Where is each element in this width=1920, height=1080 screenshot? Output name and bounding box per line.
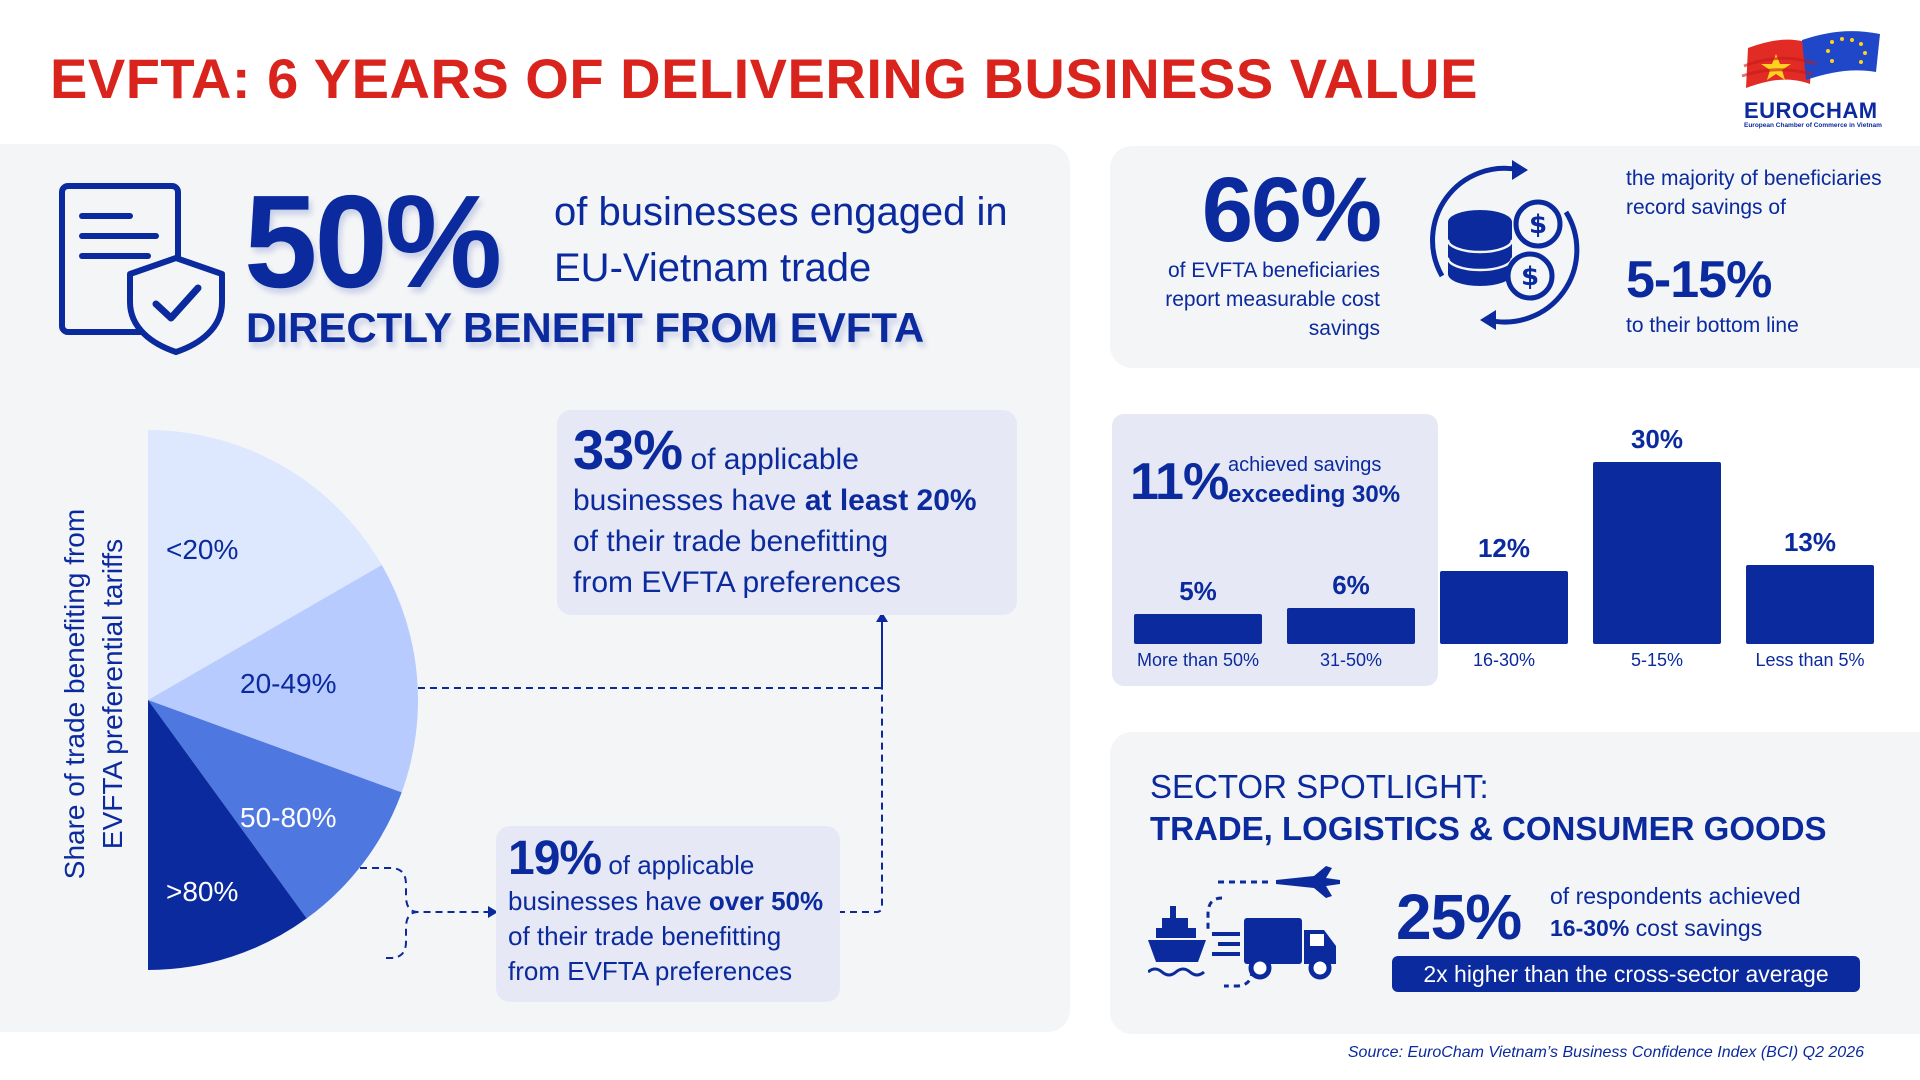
sector-text: of respondents achieved 16-30% cost savi… [1550, 880, 1801, 944]
logistics-icon [1148, 866, 1340, 988]
bar-2 [1440, 571, 1568, 644]
bar-category-label-0: More than 50% [1136, 650, 1260, 670]
sector-percent: 25% [1396, 881, 1522, 953]
callout-33-value: 33% [573, 418, 683, 481]
headline-text: of businesses engaged in EU-Vietnam trad… [554, 190, 1008, 290]
bar-category-label-1: 31-50% [1319, 650, 1383, 670]
savings-report: of EVFTA beneficiaries report measurable… [1165, 259, 1380, 340]
bar-value-label-3: 30% [1630, 424, 1684, 454]
callout-33-bold: at least 20% [804, 484, 977, 517]
page-title: EVFTA: 6 YEARS OF DELIVERING BUSINESS VA… [50, 47, 1478, 110]
callout-19-text3: of their trade benefitting [508, 921, 782, 951]
bar-value-label-0: 5% [1179, 576, 1217, 606]
bar-1 [1287, 608, 1415, 644]
connector-lines [360, 620, 883, 959]
savings-percent: 66% [1201, 159, 1382, 261]
sector-title: SECTOR SPOTLIGHT: [1150, 768, 1489, 805]
bar-value-label-4: 13% [1783, 527, 1837, 557]
flag-logo-icon [1741, 31, 1880, 88]
callout-33-text3: of their trade benefitting [573, 525, 889, 558]
callout-19-bold: over 50% [708, 886, 824, 916]
pie-label-20-49: 20-49% [240, 668, 337, 699]
exceed-line1: achieved savings [1228, 454, 1382, 476]
callout-33-text4: from EVFTA preferences [573, 566, 901, 599]
coins-cycle-icon: $ $ [1430, 160, 1580, 330]
bar-category-label-2: 16-30% [1472, 650, 1536, 670]
eurocham-logo: EUROCHAM European Chamber of Commerce in… [1740, 26, 1885, 136]
bar-0 [1134, 614, 1262, 644]
sector-bold-value: 16-30% [1550, 915, 1630, 941]
svg-text:$: $ [1521, 262, 1539, 292]
pie-label-lt20: <20% [166, 534, 239, 565]
bar-category-label-3: 5-15% [1630, 650, 1684, 670]
savings-range: 5-15% [1626, 251, 1772, 309]
sector-subtitle: TRADE, LOGISTICS & CONSUMER GOODS [1150, 810, 1827, 847]
bar-category-label-4: Less than 5% [1755, 650, 1865, 670]
document-shield-icon [59, 183, 225, 355]
pie-label-50-80: 50-80% [240, 802, 337, 833]
bar-4 [1746, 565, 1874, 644]
callout-33-text1: of applicable [690, 443, 859, 476]
source-note: Source: EuroCham Vietnam’s Business Conf… [1347, 1044, 1864, 1061]
pie-slice-20-49 [148, 565, 418, 793]
callout-19-percent: 19% of applicable businesses have over 5… [496, 826, 840, 1002]
pie-slice-gt80 [148, 700, 307, 970]
bar-3 [1593, 462, 1721, 644]
sector-text2: cost savings [1635, 915, 1763, 941]
sector-badge: 2x higher than the cross-sector average [1392, 956, 1860, 992]
logo-name: EUROCHAM [1744, 98, 1878, 123]
savings-majority: the majority of beneficiaries record sav… [1626, 167, 1882, 219]
bar-value-label-1: 6% [1332, 570, 1370, 600]
sector-text1: of respondents achieved [1550, 883, 1801, 909]
callout-33-percent: 33% of applicable businesses have at lea… [557, 410, 1017, 615]
callout-19-text1: of applicable [608, 850, 755, 880]
callout-19-value: 19% [508, 832, 602, 885]
headline-percent: 50% [244, 168, 502, 315]
bar-value-label-2: 12% [1477, 533, 1531, 563]
exceed-line2: exceeding 30% [1228, 481, 1401, 508]
headline-emphasis: DIRECTLY BENEFIT FROM EVFTA [246, 304, 925, 351]
pie-slice-lt20 [148, 430, 382, 700]
svg-text:$: $ [1529, 210, 1547, 240]
exceed-text: achieved savings exceeding 30% [1228, 450, 1400, 511]
savings-bottom-line: to their bottom line [1626, 314, 1799, 337]
pie-slice-50-80 [148, 700, 402, 919]
pie-label-gt80: >80% [166, 876, 239, 907]
exceed-percent: 11% [1130, 453, 1229, 511]
callout-33-text2: businesses have [573, 484, 797, 517]
logo-subtitle: European Chamber of Commerce in Vietnam [1744, 122, 1882, 129]
callout-19-text2: businesses have [508, 886, 702, 916]
callout-19-text4: from EVFTA preferences [508, 956, 793, 986]
